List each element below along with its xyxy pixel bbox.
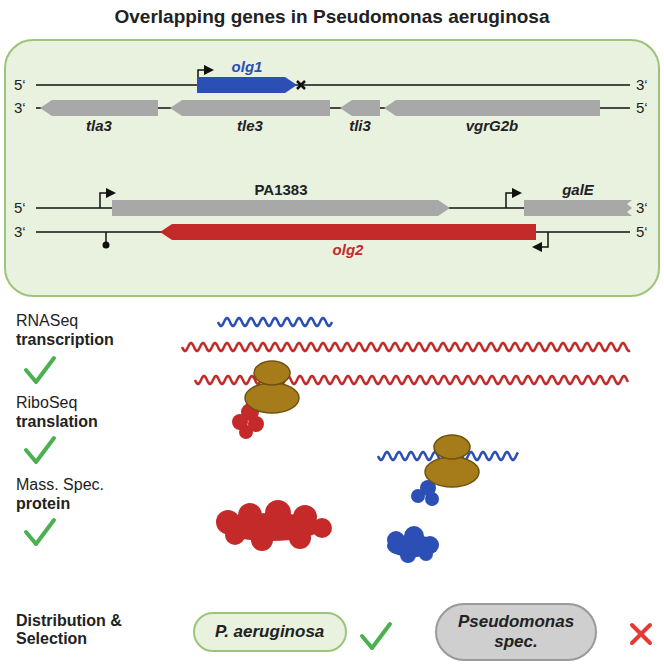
terminator [103,242,110,249]
gene-shape [40,100,158,116]
gene-shape [160,224,536,240]
ribosome [245,361,299,413]
stop-mark [297,81,305,89]
gene-label: olg1 [232,59,263,76]
gene-shape [340,100,380,116]
method-label: RNASeq [16,312,78,330]
gene-shape [384,100,600,116]
gene-label: galE [562,182,594,199]
strand-end: 3‘ [636,199,648,216]
promoter-arrow [506,193,520,208]
strand-end: 3‘ [14,99,26,116]
species-pill: P. aeruginosa [193,612,347,652]
check-mark [26,520,54,544]
genome-panel [5,40,659,296]
method-label: Distribution & Selection [16,612,144,649]
gene-arrow: tla3 [40,100,158,116]
gene-arrow: tli3 [340,100,380,116]
mrna-wave [182,343,630,351]
gene-shape [170,100,330,116]
check-mark [26,358,54,382]
gene-label: vgrG2b [466,118,519,135]
strand-end: 5‘ [14,199,26,216]
check-mark [26,438,54,462]
gene-arrow: olg1 [197,77,297,93]
method-label: translation [16,413,98,431]
promoter-arrow [100,193,114,208]
method-label: Mass. Spec. [16,476,104,494]
ribosome [425,435,479,487]
strand-end: 5‘ [636,99,648,116]
species-name: P. aeruginosa [215,622,324,642]
promoter-arrow [534,232,548,247]
gene-arrow: PA1383 [112,200,450,216]
gene-arrow: tle3 [170,100,330,116]
mrna-wave [218,318,332,326]
gene-shape [197,77,297,93]
gene-label: PA1383 [254,182,307,199]
gene-label: olg2 [333,242,364,259]
strand-end: 3‘ [636,76,648,93]
gene-shape [112,200,450,216]
dna-strand [36,84,630,86]
gene-arrow: olg2 [160,224,536,240]
check-mark [362,624,390,648]
cross-mark [632,625,650,643]
gene-arrow: galE [524,200,632,216]
gene-label: tla3 [86,118,112,135]
method-label: transcription [16,331,114,349]
gene-shape [524,200,632,216]
strand-end: 5‘ [14,76,26,93]
method-label: protein [16,495,70,513]
strand-end: 5‘ [636,223,648,240]
gene-arrow: vgrG2b [384,100,600,116]
species-name: Pseudomonas spec. [457,612,575,651]
protein-blob [216,500,332,551]
gene-label: tli3 [349,118,371,135]
title: Overlapping genes in Pseudomonas aerugin… [0,6,664,28]
strand-end: 3‘ [14,223,26,240]
protein-blob [387,526,439,563]
terminator [105,232,107,242]
method-label: RiboSeq [16,394,77,412]
gene-label: tle3 [237,118,263,135]
species-pill: Pseudomonas spec. [435,603,597,661]
